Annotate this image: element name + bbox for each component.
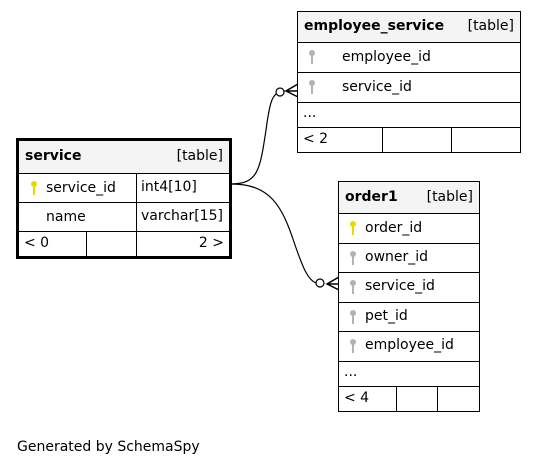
- footer-right: [451, 128, 521, 152]
- column-row[interactable]: service_id: [298, 72, 520, 102]
- table-name: service: [25, 148, 82, 164]
- table-header: service [table]: [19, 141, 229, 173]
- column-name: employee_id: [365, 337, 454, 353]
- column-row[interactable]: pet_id: [339, 302, 479, 331]
- footer-mid: [86, 232, 137, 256]
- column-name: owner_id: [365, 249, 429, 265]
- column-row[interactable]: owner_id: [339, 243, 479, 272]
- column-type: int4[10]: [136, 174, 197, 202]
- table-header: employee_service [table]: [298, 12, 520, 42]
- column-name: service_id: [365, 278, 435, 294]
- column-row[interactable]: order_id: [339, 213, 479, 243]
- foreign-key-icon: [350, 280, 356, 294]
- column-name: service_id: [342, 79, 412, 95]
- footer-right: 2 >: [136, 232, 229, 256]
- ellipsis: ...: [303, 105, 317, 121]
- generated-by-label: Generated by SchemaSpy: [17, 439, 200, 455]
- table-employee-service[interactable]: employee_service [table] employee_id ser…: [297, 11, 521, 153]
- foreign-key-icon: [309, 50, 315, 64]
- table-footer: < 2: [298, 127, 520, 152]
- edge-service-to-order1: [230, 183, 317, 284]
- column-row[interactable]: service_id: [339, 272, 479, 302]
- table-service[interactable]: service [table] service_id int4[10] name…: [16, 138, 232, 259]
- column-row[interactable]: name varchar[15]: [19, 202, 229, 231]
- footer-left: < 2: [303, 131, 329, 147]
- foreign-key-icon: [350, 310, 356, 324]
- column-row[interactable]: employee_id: [339, 331, 479, 361]
- edge-employee-service-optional-marker: [275, 87, 285, 97]
- footer-left: < 4: [344, 390, 370, 406]
- table-header: order1 [table]: [339, 182, 479, 213]
- footer-right: [437, 387, 479, 411]
- more-columns-row: ...: [298, 102, 520, 127]
- ellipsis: ...: [344, 364, 358, 380]
- table-footer: < 4: [339, 386, 479, 411]
- column-name: order_id: [365, 220, 423, 236]
- column-row[interactable]: employee_id: [298, 42, 520, 72]
- foreign-key-icon: [350, 339, 356, 353]
- footer-left: < 0: [24, 235, 50, 251]
- column-type: varchar[15]: [136, 203, 223, 231]
- table-name: employee_service: [304, 18, 445, 34]
- edge-service-to-employee-service: [230, 90, 286, 185]
- footer-mid: [382, 128, 452, 152]
- edge-employee-service-crowfoot: [284, 83, 299, 98]
- column-row[interactable]: service_id int4[10]: [19, 173, 229, 202]
- more-columns-row: ...: [339, 361, 479, 386]
- table-type: [table]: [176, 148, 223, 164]
- column-name: employee_id: [342, 49, 431, 65]
- table-type: [table]: [426, 189, 473, 205]
- primary-key-icon: [31, 181, 37, 195]
- column-name: service_id: [46, 180, 116, 196]
- foreign-key-icon: [309, 80, 315, 94]
- primary-key-icon: [350, 221, 356, 235]
- edge-order1-crowfoot: [325, 276, 340, 291]
- edge-order1-optional-marker: [315, 278, 325, 288]
- column-name: name: [46, 209, 86, 225]
- table-type: [table]: [467, 18, 514, 34]
- table-order1[interactable]: order1 [table] order_id owner_id service…: [338, 181, 480, 412]
- footer-mid: [396, 387, 438, 411]
- table-footer: < 0 2 >: [19, 231, 229, 256]
- column-name: pet_id: [365, 308, 408, 324]
- table-name: order1: [345, 189, 398, 205]
- foreign-key-icon: [350, 251, 356, 265]
